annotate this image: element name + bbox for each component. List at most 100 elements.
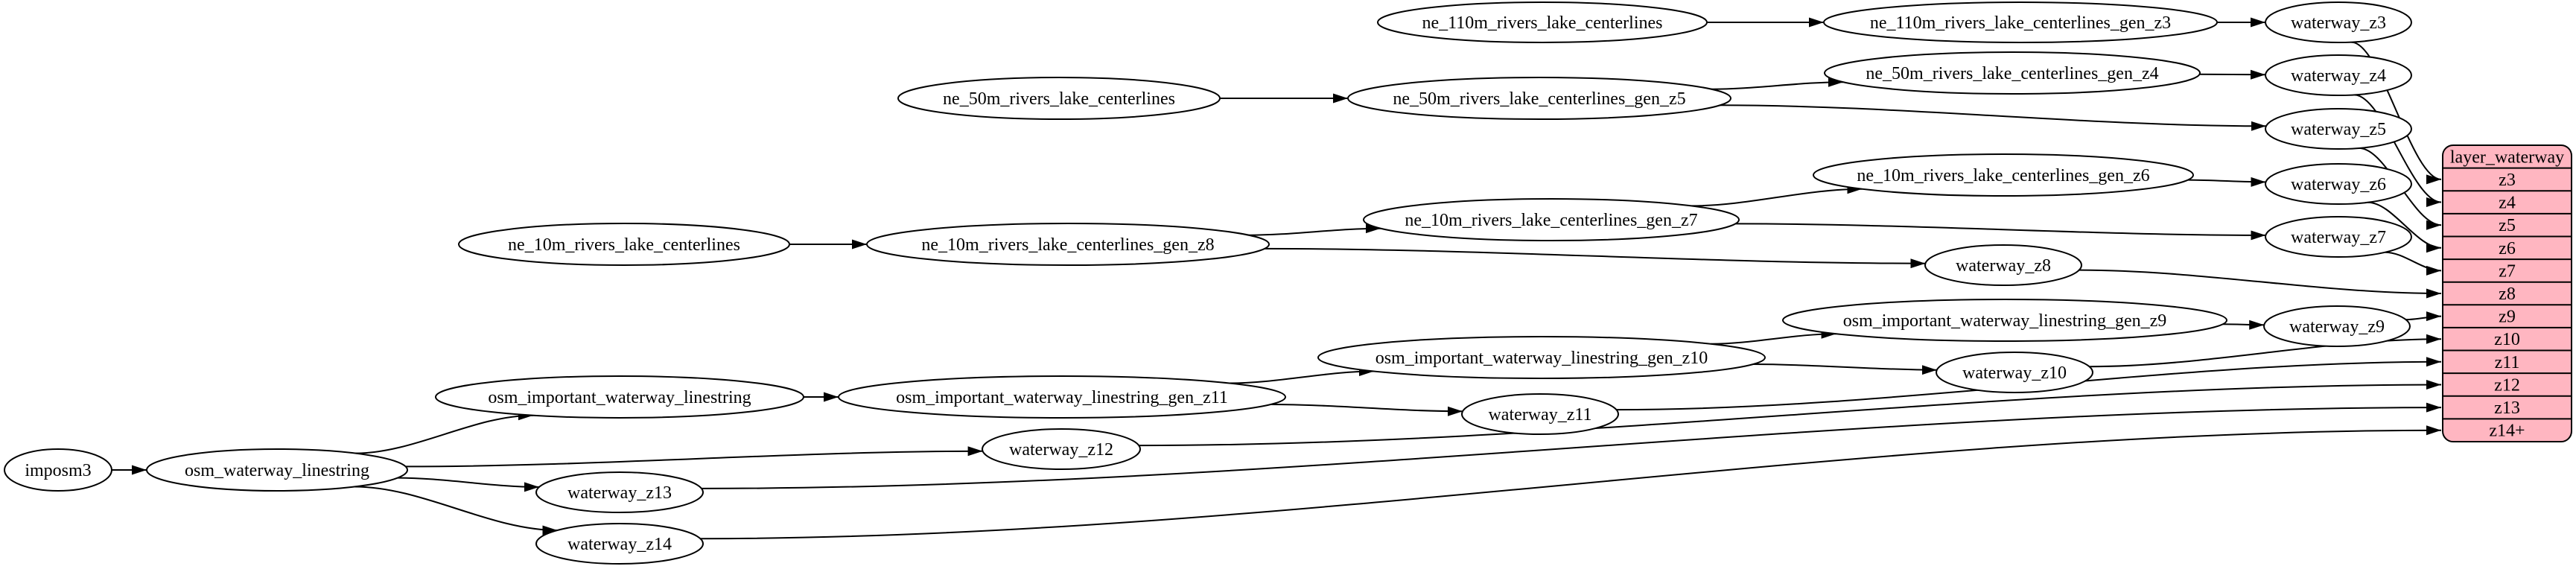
edge-osm_important_waterway_linestring_gen_z11-to-waterway_z11 — [1270, 404, 1463, 416]
node-label: osm_important_waterway_linestring_gen_z9 — [1843, 311, 2167, 331]
node-ellipse — [897, 77, 1221, 120]
node-ellipse — [535, 471, 704, 513]
record-box — [2442, 144, 2572, 442]
edge-ne_10m_rivers_lake_centerlines_gen_z8-to-ne_10m_rivers_lake_centerlines_gen_z7 — [1248, 223, 1381, 236]
record-row: z7 — [2499, 261, 2516, 281]
node-label: ne_110m_rivers_lake_centerlines — [1422, 13, 1663, 33]
edge-osm_waterway_linestring-to-waterway_z13 — [398, 477, 539, 492]
node-waterway_z7: waterway_z7 — [2265, 216, 2412, 258]
record-row: z6 — [2499, 239, 2516, 258]
node-ne_10m_rivers_lake_centerlines_gen_z8: ne_10m_rivers_lake_centerlines_gen_z8 — [866, 223, 1270, 266]
edge-ne_10m_rivers_lake_centerlines_gen_z6-to-waterway_z6 — [2187, 177, 2266, 187]
node-label: waterway_z6 — [2291, 175, 2386, 194]
node-waterway_z14: waterway_z14 — [535, 523, 704, 565]
edge-osm_waterway_linestring-to-osm_important_waterway_linestring — [355, 410, 534, 454]
node-label: waterway_z10 — [1962, 363, 2067, 383]
edge-waterway_z14-to-layer_waterway-z14+ — [700, 425, 2442, 540]
edge-osm_waterway_linestring-to-waterway_z14 — [354, 486, 558, 536]
edge-waterway_z7-to-layer_waterway-z7 — [2385, 251, 2442, 276]
node-label: waterway_z13 — [567, 483, 672, 503]
node-waterway_z12: waterway_z12 — [982, 428, 1141, 470]
edge-osm_important_waterway_linestring_gen_z11-to-osm_important_waterway_linestring_gen_z10 — [1229, 366, 1375, 384]
node-ne_10m_rivers_lake_centerlines_gen_z6: ne_10m_rivers_lake_centerlines_gen_z6 — [1813, 153, 2194, 197]
node-ne_50m_rivers_lake_centerlines_gen_z5: ne_50m_rivers_lake_centerlines_gen_z5 — [1347, 77, 1731, 120]
edge-waterway_z8-to-layer_waterway-z8 — [2079, 269, 2442, 299]
node-ellipse — [1461, 393, 1619, 435]
node-label: waterway_z8 — [1956, 256, 2051, 276]
node-ne_50m_rivers_lake_centerlines_gen_z4: ne_50m_rivers_lake_centerlines_gen_z4 — [1824, 51, 2201, 95]
node-label: ne_10m_rivers_lake_centerlines_gen_z6 — [1857, 166, 2149, 185]
node-osm_important_waterway_linestring_gen_z10: osm_important_waterway_linestring_gen_z1… — [1317, 336, 1766, 379]
node-ne_110m_rivers_lake_centerlines: ne_110m_rivers_lake_centerlines — [1377, 1, 1708, 43]
edge-waterway_z3-to-layer_waterway-z3 — [2351, 41, 2442, 185]
edge-waterway_z10-to-layer_waterway-z10 — [2089, 334, 2442, 368]
node-label: waterway_z12 — [1009, 440, 1113, 460]
node-ellipse — [866, 223, 1270, 266]
node-label: imposm3 — [25, 461, 91, 480]
node-ellipse — [458, 223, 790, 266]
node-label: ne_10m_rivers_lake_centerlines — [508, 235, 740, 255]
record-row: z10 — [2494, 330, 2520, 349]
edge-osm_waterway_linestring-to-waterway_z12 — [405, 446, 983, 468]
record-row: z3 — [2499, 171, 2516, 190]
node-ellipse — [982, 428, 1141, 470]
node-label: osm_waterway_linestring — [185, 461, 369, 480]
node-ellipse — [4, 448, 112, 492]
node-ellipse — [1924, 244, 2082, 286]
edge-osm_important_waterway_linestring_gen_z10-to-waterway_z10 — [1753, 363, 1937, 375]
record-row: z8 — [2499, 285, 2516, 304]
node-waterway_z3: waterway_z3 — [2265, 1, 2412, 43]
edges-layer — [111, 17, 2442, 540]
node-ellipse — [1782, 299, 2227, 342]
node-ellipse — [2265, 216, 2412, 258]
edge-ne_10m_rivers_lake_centerlines_gen_z8-to-waterway_z8 — [1264, 247, 1926, 269]
record-title: layer_waterway — [2450, 147, 2564, 167]
node-ellipse — [1823, 1, 2218, 43]
record-row: z13 — [2494, 398, 2520, 418]
node-label: osm_important_waterway_linestring_gen_z1… — [1376, 349, 1708, 368]
record-row: z4 — [2499, 194, 2516, 213]
edge-osm_important_waterway_linestring_gen_z10-to-osm_important_waterway_linestring_gen_z9 — [1711, 328, 1836, 345]
node-waterway_z6: waterway_z6 — [2265, 163, 2412, 205]
node-waterway_z11: waterway_z11 — [1461, 393, 1619, 435]
record-row: z14+ — [2489, 422, 2525, 441]
edge-ne_50m_rivers_lake_centerlines_gen_z4-to-waterway_z4 — [2199, 69, 2266, 80]
node-ellipse — [1824, 51, 2201, 95]
node-osm_important_waterway_linestring_gen_z11: osm_important_waterway_linestring_gen_z1… — [838, 375, 1286, 419]
node-ellipse — [1347, 77, 1731, 120]
node-ne_110m_rivers_lake_centerlines_gen_z3: ne_110m_rivers_lake_centerlines_gen_z3 — [1823, 1, 2218, 43]
node-ne_50m_rivers_lake_centerlines: ne_50m_rivers_lake_centerlines — [897, 77, 1221, 120]
node-label: waterway_z3 — [2291, 13, 2386, 33]
edge-ne_10m_rivers_lake_centerlines_gen_z7-to-waterway_z7 — [1735, 223, 2266, 241]
node-label: waterway_z14 — [567, 535, 672, 554]
node-waterway_z9: waterway_z9 — [2263, 305, 2411, 347]
node-ellipse — [2265, 163, 2412, 205]
record-layer-waterway: layer_waterwayz3z4z5z6z7z8z9z10z11z12z13… — [2442, 144, 2572, 442]
node-osm_important_waterway_linestring: osm_important_waterway_linestring — [435, 375, 804, 419]
node-ne_10m_rivers_lake_centerlines: ne_10m_rivers_lake_centerlines — [458, 223, 790, 266]
node-label: ne_110m_rivers_lake_centerlines_gen_z3 — [1870, 13, 2171, 33]
edge-waterway_z6-to-layer_waterway-z6 — [2367, 201, 2442, 253]
record-row: z9 — [2499, 308, 2516, 327]
node-label: waterway_z4 — [2291, 66, 2386, 86]
node-ellipse — [435, 375, 804, 419]
node-waterway_z4: waterway_z4 — [2265, 54, 2412, 96]
edge-ne_10m_rivers_lake_centerlines_gen_z7-to-ne_10m_rivers_lake_centerlines_gen_z6 — [1691, 184, 1863, 207]
node-waterway_z13: waterway_z13 — [535, 471, 704, 513]
node-ellipse — [1363, 198, 1740, 241]
edge-osm_important_waterway_linestring_gen_z9-to-waterway_z9 — [2222, 320, 2265, 330]
node-ellipse — [2265, 54, 2412, 96]
node-ellipse — [2265, 1, 2412, 43]
node-osm_waterway_linestring: osm_waterway_linestring — [146, 448, 408, 492]
node-label: osm_important_waterway_linestring_gen_z1… — [896, 388, 1228, 407]
node-ellipse — [1813, 153, 2194, 197]
node-label: waterway_z9 — [2289, 317, 2385, 337]
node-ellipse — [838, 375, 1286, 419]
node-label: waterway_z7 — [2291, 228, 2386, 247]
edge-waterway_z9-to-layer_waterway-z9 — [2405, 311, 2442, 322]
node-ellipse — [1936, 352, 2093, 393]
edge-ne_50m_rivers_lake_centerlines_gen_z5-to-ne_50m_rivers_lake_centerlines_gen_z4 — [1711, 77, 1844, 90]
node-osm_important_waterway_linestring_gen_z9: osm_important_waterway_linestring_gen_z9 — [1782, 299, 2227, 342]
